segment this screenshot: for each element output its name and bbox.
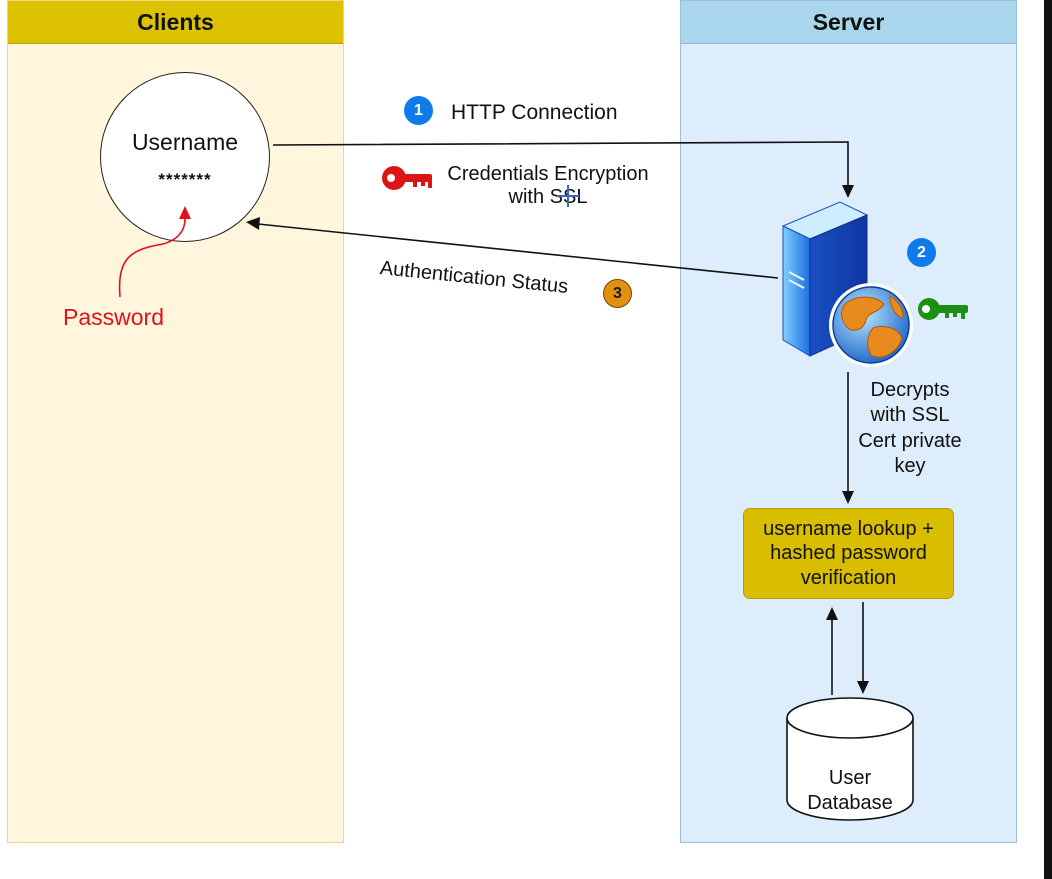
username-label: Username bbox=[131, 129, 239, 155]
db-result-arrowhead bbox=[826, 607, 838, 620]
password-mask: ******* bbox=[158, 170, 212, 189]
green-key-icon bbox=[918, 298, 968, 320]
auth-status-arrow bbox=[257, 223, 779, 279]
server-lane-header: Server bbox=[681, 1, 1016, 44]
password-callout: Password bbox=[63, 304, 164, 330]
user-database-label: User Database bbox=[807, 767, 893, 814]
db-query-arrowhead bbox=[857, 681, 869, 694]
decrypt-note: Decrypts with SSL Cert private key bbox=[858, 379, 962, 478]
decrypt-arrowhead bbox=[842, 491, 854, 504]
step-2-badge: 2 bbox=[907, 238, 936, 267]
window-edge bbox=[1044, 0, 1052, 879]
web-server-icon bbox=[781, 201, 913, 367]
crosshair-cursor-icon bbox=[557, 185, 579, 207]
password-callout-arrow bbox=[118, 215, 186, 298]
verification-process-box: username lookup + hashed password verifi… bbox=[743, 508, 954, 599]
auth-status-arrowhead bbox=[246, 217, 260, 230]
red-key-icon bbox=[382, 166, 432, 190]
step-3-badge: 3 bbox=[603, 279, 632, 308]
http-connection-arrow bbox=[272, 141, 849, 190]
user-database-cylinder bbox=[786, 697, 914, 821]
http-connection-label: HTTP Connection bbox=[451, 101, 618, 124]
clients-lane-header: Clients bbox=[8, 1, 343, 44]
password-callout-arrowhead bbox=[179, 206, 191, 219]
encryption-note: Credentials Encryption with SSL bbox=[447, 163, 649, 208]
step-1-badge: 1 bbox=[404, 96, 433, 125]
http-connection-arrowhead bbox=[842, 185, 854, 198]
